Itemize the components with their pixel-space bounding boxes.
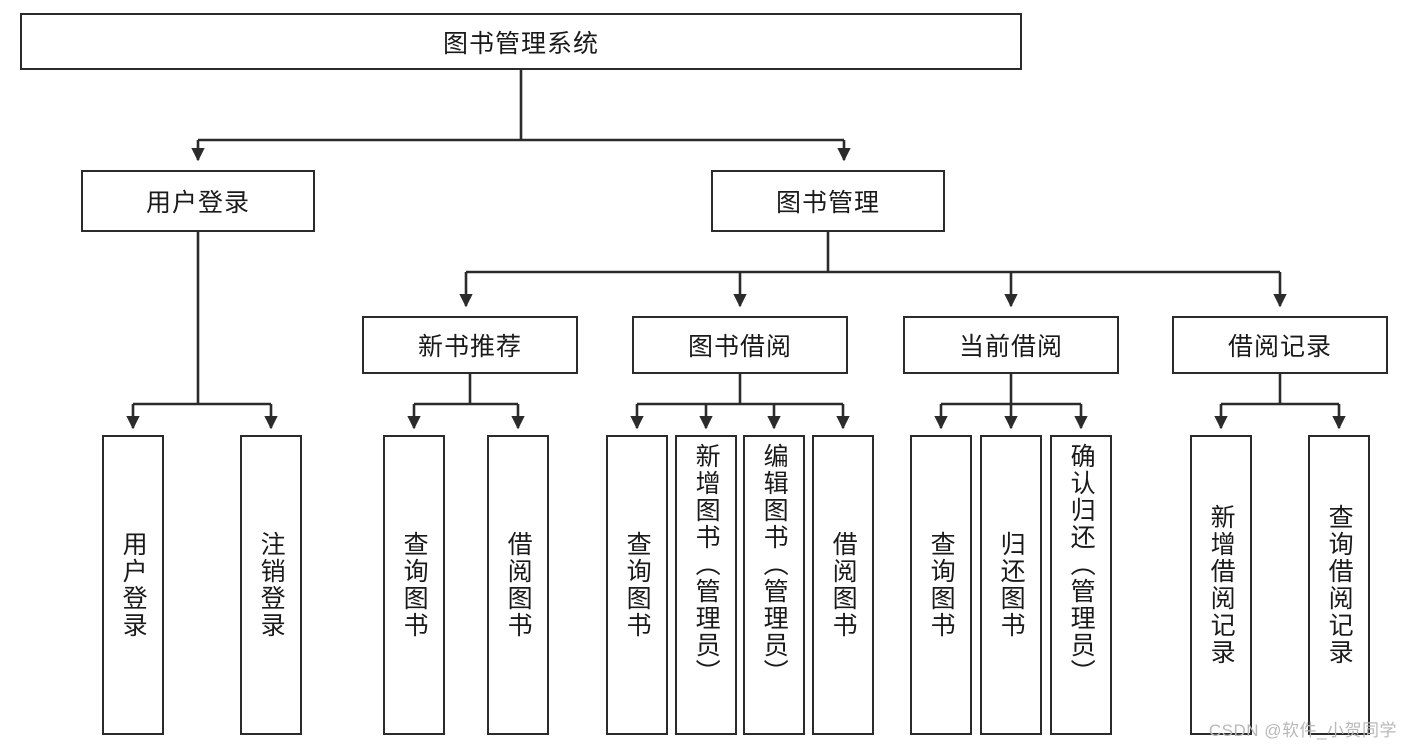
leaf-current-query-book-label: 查询图书 (927, 531, 956, 639)
leaf-borrow-borrow-book-label: 借阅图书 (829, 531, 858, 639)
leaf-borrow-edit-book[interactable]: 编辑图书（管理员） (743, 435, 805, 735)
leaf-current-return-book[interactable]: 归还图书 (980, 435, 1042, 735)
leaf-borrow-add-book[interactable]: 新增图书（管理员） (675, 435, 737, 735)
leaf-user-login-signout-label: 注销登录 (257, 531, 286, 639)
node-root-label: 图书管理系统 (442, 29, 599, 58)
leaf-record-add-record-label: 新增借阅记录 (1207, 504, 1236, 666)
leaf-recommend-query-book[interactable]: 查询图书 (383, 435, 445, 735)
node-current-borrow-label: 当前借阅 (958, 333, 1063, 361)
node-current-borrow[interactable]: 当前借阅 (903, 316, 1119, 374)
leaf-recommend-borrow-book[interactable]: 借阅图书 (487, 435, 549, 735)
node-new-book-recommend[interactable]: 新书推荐 (362, 316, 578, 374)
node-book-management[interactable]: 图书管理 (711, 170, 945, 232)
leaf-borrow-add-book-label: 新增图书（管理员） (692, 443, 721, 686)
leaf-record-query-record[interactable]: 查询借阅记录 (1308, 435, 1370, 735)
leaf-borrow-borrow-book[interactable]: 借阅图书 (812, 435, 874, 735)
node-user-login-label: 用户登录 (145, 189, 250, 217)
leaf-user-login-signin[interactable]: 用户登录 (102, 435, 164, 735)
leaf-current-confirm-return-label: 确认归还（管理员） (1067, 443, 1096, 686)
leaf-user-login-signin-label: 用户登录 (119, 531, 148, 639)
leaf-borrow-query-book[interactable]: 查询图书 (606, 435, 668, 735)
node-new-book-recommend-label: 新书推荐 (417, 333, 522, 361)
node-borrow-record-label: 借阅记录 (1227, 333, 1332, 361)
node-book-borrow[interactable]: 图书借阅 (632, 316, 848, 374)
leaf-user-login-signout[interactable]: 注销登录 (240, 435, 302, 735)
node-root[interactable]: 图书管理系统 (20, 13, 1022, 70)
node-book-borrow-label: 图书借阅 (687, 333, 792, 361)
leaf-recommend-borrow-book-label: 借阅图书 (504, 531, 533, 639)
leaf-record-query-record-label: 查询借阅记录 (1325, 504, 1354, 666)
leaf-current-query-book[interactable]: 查询图书 (910, 435, 972, 735)
node-user-login[interactable]: 用户登录 (81, 170, 315, 232)
leaf-recommend-query-book-label: 查询图书 (400, 531, 429, 639)
node-borrow-record[interactable]: 借阅记录 (1172, 316, 1388, 374)
leaf-current-confirm-return[interactable]: 确认归还（管理员） (1050, 435, 1112, 735)
leaf-borrow-edit-book-label: 编辑图书（管理员） (760, 443, 789, 686)
leaf-record-add-record[interactable]: 新增借阅记录 (1190, 435, 1252, 735)
node-book-management-label: 图书管理 (775, 189, 880, 217)
leaf-borrow-query-book-label: 查询图书 (623, 531, 652, 639)
leaf-current-return-book-label: 归还图书 (997, 531, 1026, 639)
